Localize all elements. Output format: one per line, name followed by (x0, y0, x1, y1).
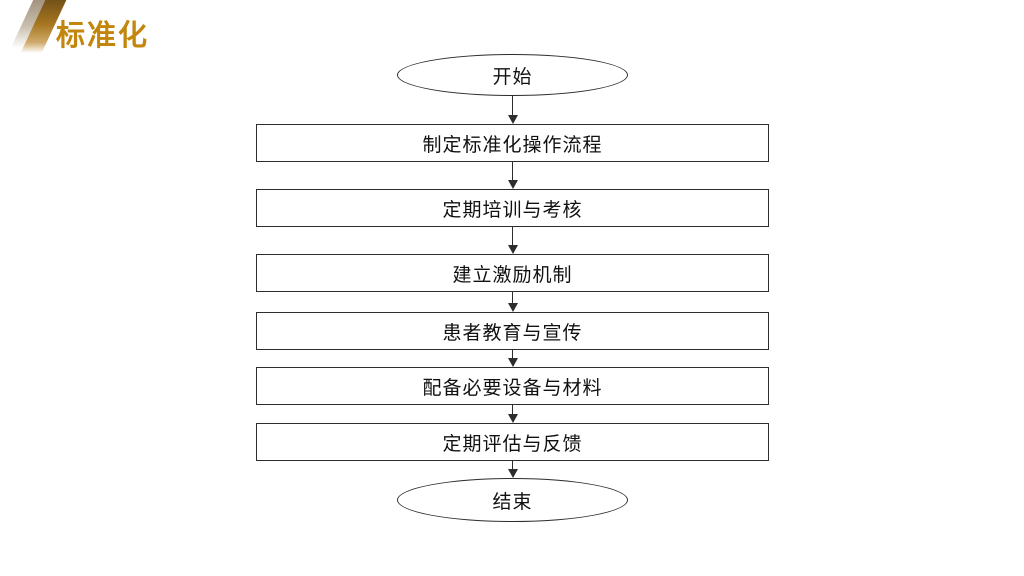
arrow-stem (511, 461, 514, 469)
flow-arrow (507, 350, 518, 367)
flow-step-label: 建立激励机制 (452, 264, 573, 286)
flow-step-label: 患者教育与宣传 (442, 322, 583, 344)
arrow-stem (511, 405, 514, 414)
flow-arrow (507, 292, 518, 312)
flow-arrow (507, 405, 518, 423)
flow-step-box: 建立激励机制 (256, 254, 769, 292)
arrowhead-down-icon (507, 414, 518, 423)
arrow-stem (511, 227, 514, 245)
flow-step-label: 定期评估与反馈 (442, 433, 583, 455)
arrow-stem (511, 350, 514, 358)
arrowhead-down-icon (507, 303, 518, 312)
flow-terminator-start: 开始 (397, 54, 628, 96)
flow-arrow (507, 96, 518, 124)
flow-step-label: 定期培训与考核 (442, 199, 583, 221)
arrow-stem (511, 96, 514, 115)
flow-terminator-start-label: 开始 (492, 66, 533, 88)
flow-step-box: 制定标准化操作流程 (256, 124, 769, 162)
arrowhead-down-icon (507, 180, 518, 189)
flow-step-box: 定期培训与考核 (256, 189, 769, 227)
arrowhead-down-icon (507, 245, 518, 254)
flow-step-label: 配备必要设备与材料 (422, 377, 603, 399)
flow-step-box: 定期评估与反馈 (256, 423, 769, 461)
flow-terminator-end-label: 结束 (492, 491, 533, 513)
flow-arrow (507, 227, 518, 254)
slide-title: 标准化 (56, 20, 150, 52)
arrowhead-down-icon (507, 115, 518, 124)
flow-arrow (507, 162, 518, 189)
flow-step-box: 患者教育与宣传 (256, 312, 769, 350)
arrowhead-down-icon (507, 358, 518, 367)
arrowhead-down-icon (507, 469, 518, 478)
flow-arrow (507, 461, 518, 478)
flow-step-label: 制定标准化操作流程 (422, 134, 603, 156)
arrow-stem (511, 162, 514, 180)
flow-terminator-end: 结束 (397, 478, 628, 522)
flow-step-box: 配备必要设备与材料 (256, 367, 769, 405)
arrow-stem (511, 292, 514, 303)
